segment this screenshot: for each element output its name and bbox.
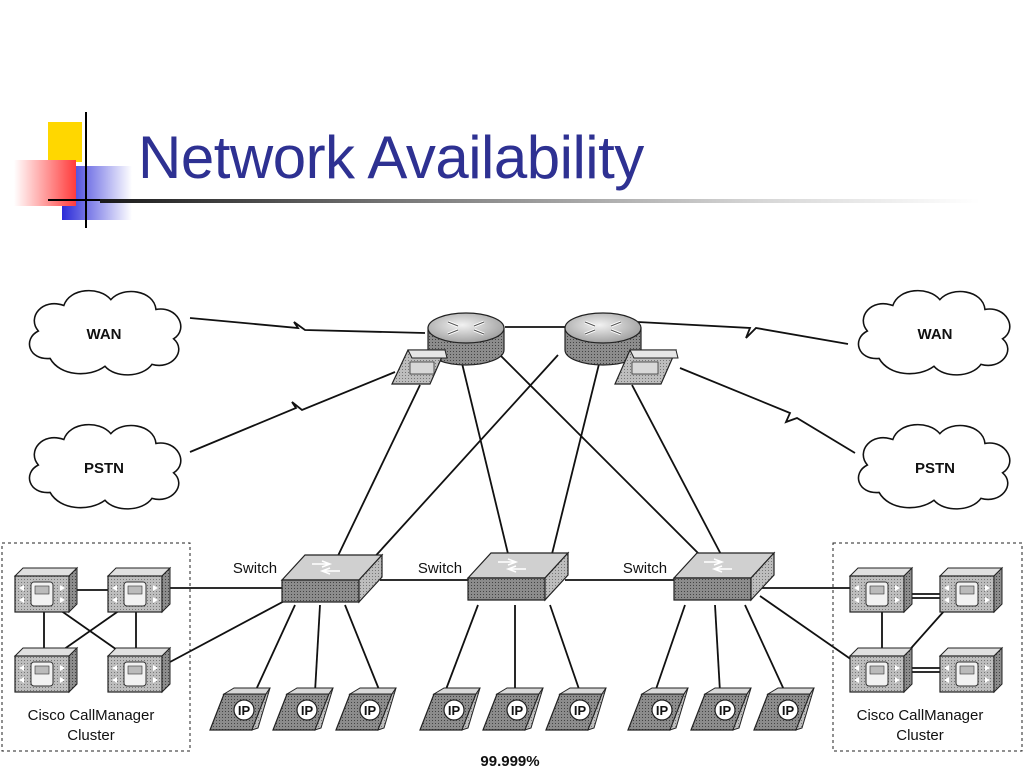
- router-icon: [564, 312, 642, 366]
- cloud-wan-left: WAN: [28, 289, 182, 376]
- ip-phone-label: IP: [301, 703, 314, 718]
- switch-label: Switch: [418, 560, 462, 577]
- ip-phone-label: IP: [574, 703, 587, 718]
- title-rule: [100, 199, 980, 203]
- ip-phone-label: IP: [448, 703, 461, 718]
- cluster-right: Cisco CallManager Cluster: [832, 542, 1023, 752]
- switch-label: Switch: [623, 560, 667, 577]
- cloud-label: WAN: [918, 326, 953, 343]
- ip-phone-label: IP: [719, 703, 732, 718]
- switch-right: Switch: [623, 551, 776, 602]
- callmanager-server-icon: [938, 566, 1004, 614]
- callmanager-server-icon: [848, 646, 914, 694]
- ip-phone-icon: IP: [209, 687, 271, 731]
- switch-center: Switch: [418, 551, 570, 602]
- cloud-label: PSTN: [915, 460, 955, 477]
- cloud-pstn-left: PSTN: [28, 423, 182, 510]
- cluster-label-line2: Cluster: [896, 727, 944, 744]
- ip-phone-icon: IP: [627, 687, 689, 731]
- cloud-label: WAN: [87, 326, 122, 343]
- slide-logo-squares: [14, 112, 132, 228]
- ip-phone-icon: IP: [272, 687, 334, 731]
- ip-phone-icon: IP: [335, 687, 397, 731]
- gateway-phone-icon: [391, 349, 448, 385]
- router-icon: [427, 312, 505, 366]
- cloud-label: PSTN: [84, 460, 124, 477]
- cluster-label-line1: Cisco CallManager: [857, 707, 984, 724]
- ip-phone-icon: IP: [690, 687, 752, 731]
- availability-caption: 99.999%: [480, 753, 539, 768]
- callmanager-server-icon: [106, 646, 172, 694]
- ip-phone-icon: IP: [753, 687, 815, 731]
- page-title: Network Availability: [138, 124, 644, 191]
- cluster-boundary: [832, 542, 1023, 752]
- ip-phone-label: IP: [656, 703, 669, 718]
- switch-icon: [280, 553, 384, 604]
- ip-phone-label: IP: [782, 703, 795, 718]
- gateway-phone-icon: [614, 349, 679, 385]
- ip-phones: IP IP IP IP IP IP IP IP IP: [209, 687, 815, 731]
- cloud-pstn-right: PSTN: [857, 423, 1011, 510]
- cluster-label-line2: Cluster: [67, 727, 115, 744]
- switch-left: Switch: [233, 553, 384, 604]
- callmanager-server-icon: [13, 646, 79, 694]
- callmanager-servers: [13, 566, 1004, 694]
- ip-phone-icon: IP: [419, 687, 481, 731]
- ip-phone-icon: IP: [482, 687, 544, 731]
- callmanager-server-icon: [848, 566, 914, 614]
- ip-phone-label: IP: [364, 703, 377, 718]
- ip-phone-label: IP: [238, 703, 251, 718]
- connection-lines: [43, 317, 946, 693]
- switch-icon: [466, 551, 570, 602]
- callmanager-server-icon: [13, 566, 79, 614]
- switch-label: Switch: [233, 560, 277, 577]
- cluster-left: Cisco CallManager Cluster: [1, 542, 191, 752]
- callmanager-server-icon: [106, 566, 172, 614]
- cluster-label-line1: Cisco CallManager: [28, 707, 155, 724]
- ip-phone-icon: IP: [545, 687, 607, 731]
- ip-phone-label: IP: [511, 703, 524, 718]
- cloud-wan-right: WAN: [857, 289, 1011, 376]
- switch-icon: [672, 551, 776, 602]
- callmanager-server-icon: [938, 646, 1004, 694]
